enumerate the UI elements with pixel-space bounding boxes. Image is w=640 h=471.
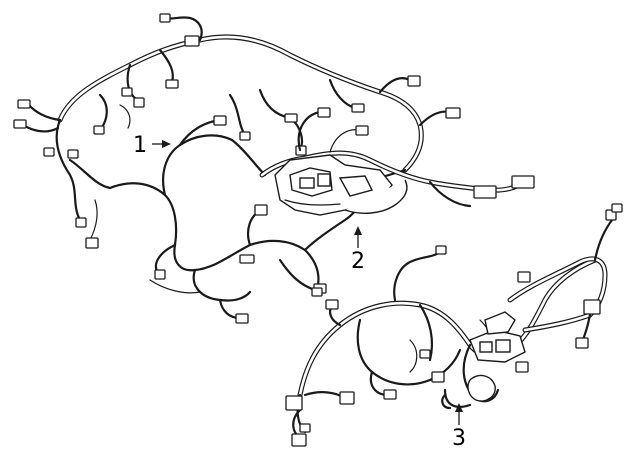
callout-3-label: 3 xyxy=(452,426,466,451)
callout-1-label: 1 xyxy=(133,133,147,158)
callout-1: 1 xyxy=(133,133,171,158)
callout-2-arrowhead xyxy=(354,226,362,235)
harness-3-lower xyxy=(285,203,623,447)
callout-1-arrowhead xyxy=(162,140,171,148)
callout-2-label: 2 xyxy=(351,249,365,274)
harness-2-junction xyxy=(259,107,535,252)
callout-3: 3 xyxy=(452,403,466,451)
callout-3-arrowhead xyxy=(455,403,463,412)
callout-2: 2 xyxy=(351,226,365,274)
